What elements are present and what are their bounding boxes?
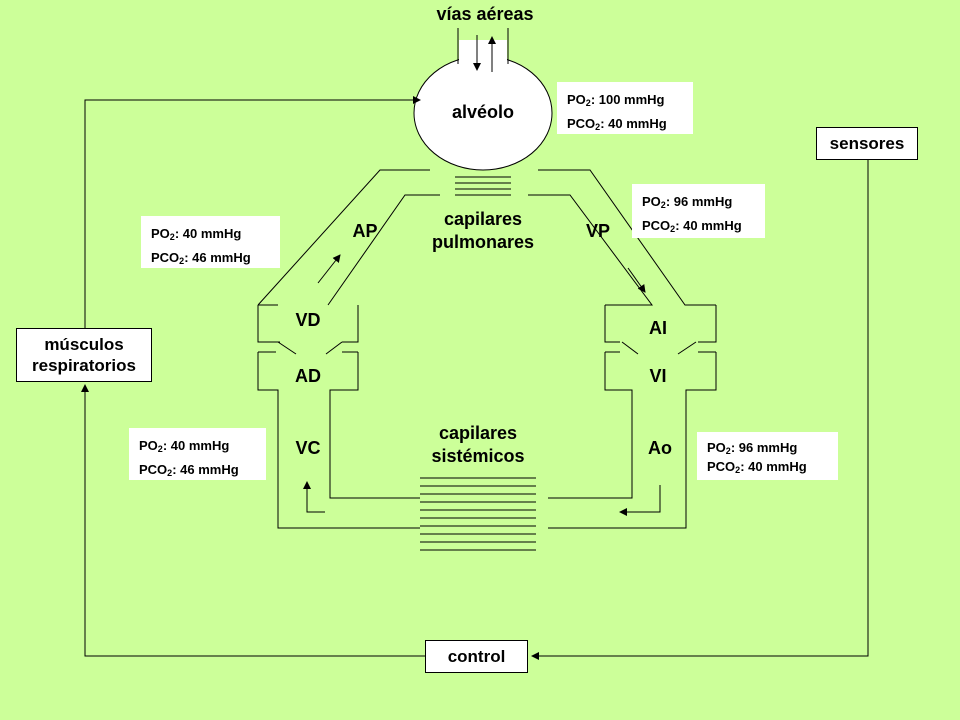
ap-label: AP: [352, 221, 378, 241]
vc-label: VC: [295, 438, 321, 458]
vp-flow-arrow: [627, 267, 646, 293]
sensors-box: sensores: [816, 127, 918, 160]
mitral-valve-l: [621, 341, 639, 355]
respiratory-muscles-box: músculos respiratorios: [16, 328, 152, 382]
ao-flow-arrow: [619, 485, 661, 516]
alveolus-gas-values: PO2: 100 mmHg PCO2: 40 mmHg: [557, 82, 693, 134]
ao-po2: PO2: 96 mmHg: [707, 440, 798, 456]
systemic-capillary-lines: [420, 477, 536, 551]
vc-flow-arrow: [303, 481, 325, 513]
pv-pco2: PCO2: 40 mmHg: [642, 218, 742, 234]
pulmonary-inner-left: [327, 194, 440, 306]
right-heart-outline: [257, 305, 280, 343]
vena-cava-gas-values: PO2: 40 mmHg PCO2: 46 mmHg: [129, 428, 266, 480]
control-to-muscles-line: [81, 384, 425, 657]
pulmonary-outer-left: [257, 169, 430, 306]
pulmonary-vein-gas-values: PO2: 96 mmHg PCO2: 40 mmHg: [632, 184, 765, 238]
muscles-line2: respiratorios: [32, 356, 136, 375]
pulmonary-capillaries-line1: capilares: [443, 209, 523, 229]
pulmonary-capillary-lines: [455, 176, 511, 196]
pulmonary-capillaries-line2: pulmonares: [431, 232, 535, 252]
alveolus-label: alvéolo: [451, 102, 515, 122]
ai-label: AI: [649, 318, 667, 338]
pa-pco2: PCO2: 46 mmHg: [151, 250, 251, 266]
vc-po2: PO2: 40 mmHg: [139, 438, 230, 454]
systemic-capillaries-label: capilares sistémicos: [408, 422, 548, 468]
ap-flow-arrow: [317, 254, 341, 284]
alveolus-pco2: PCO2: 40 mmHg: [567, 116, 667, 132]
vp-label: VP: [585, 221, 610, 241]
systemic-capillaries-line2: sistémicos: [431, 446, 525, 466]
ao-label: Ao: [648, 438, 672, 458]
pulmonary-capillaries-label: capilares pulmonares: [418, 208, 548, 254]
systemic-capillaries-line1: capilares: [438, 423, 518, 443]
left-heart-outline: [604, 305, 620, 343]
vc-pco2: PCO2: 46 mmHg: [139, 462, 239, 478]
airways-label: vías aéreas: [436, 4, 534, 24]
sensor-to-control-line: [531, 160, 869, 660]
ao-pco2: PCO2: 40 mmHg: [707, 459, 807, 475]
mitral-valve-r: [677, 341, 697, 355]
aorta-gas-values: PO2: 96 mmHg PCO2: 40 mmHg: [697, 432, 838, 480]
tricuspid-valve-r: [325, 341, 343, 355]
pulmonary-artery-gas-values: PO2: 40 mmHg PCO2: 46 mmHg: [141, 216, 280, 268]
pv-po2: PO2: 96 mmHg: [642, 194, 733, 210]
pulmonary-inner-right: [528, 194, 653, 306]
muscles-to-alveolus-line: [84, 96, 421, 328]
pa-po2: PO2: 40 mmHg: [151, 226, 242, 242]
control-box: control: [425, 640, 528, 673]
vd-label: VD: [295, 310, 321, 330]
muscles-line1: músculos: [44, 335, 124, 354]
alveolus-po2: PO2: 100 mmHg: [567, 92, 665, 108]
vi-label: VI: [649, 366, 667, 386]
ad-label: AD: [295, 366, 321, 386]
tricuspid-valve-l: [277, 341, 297, 355]
